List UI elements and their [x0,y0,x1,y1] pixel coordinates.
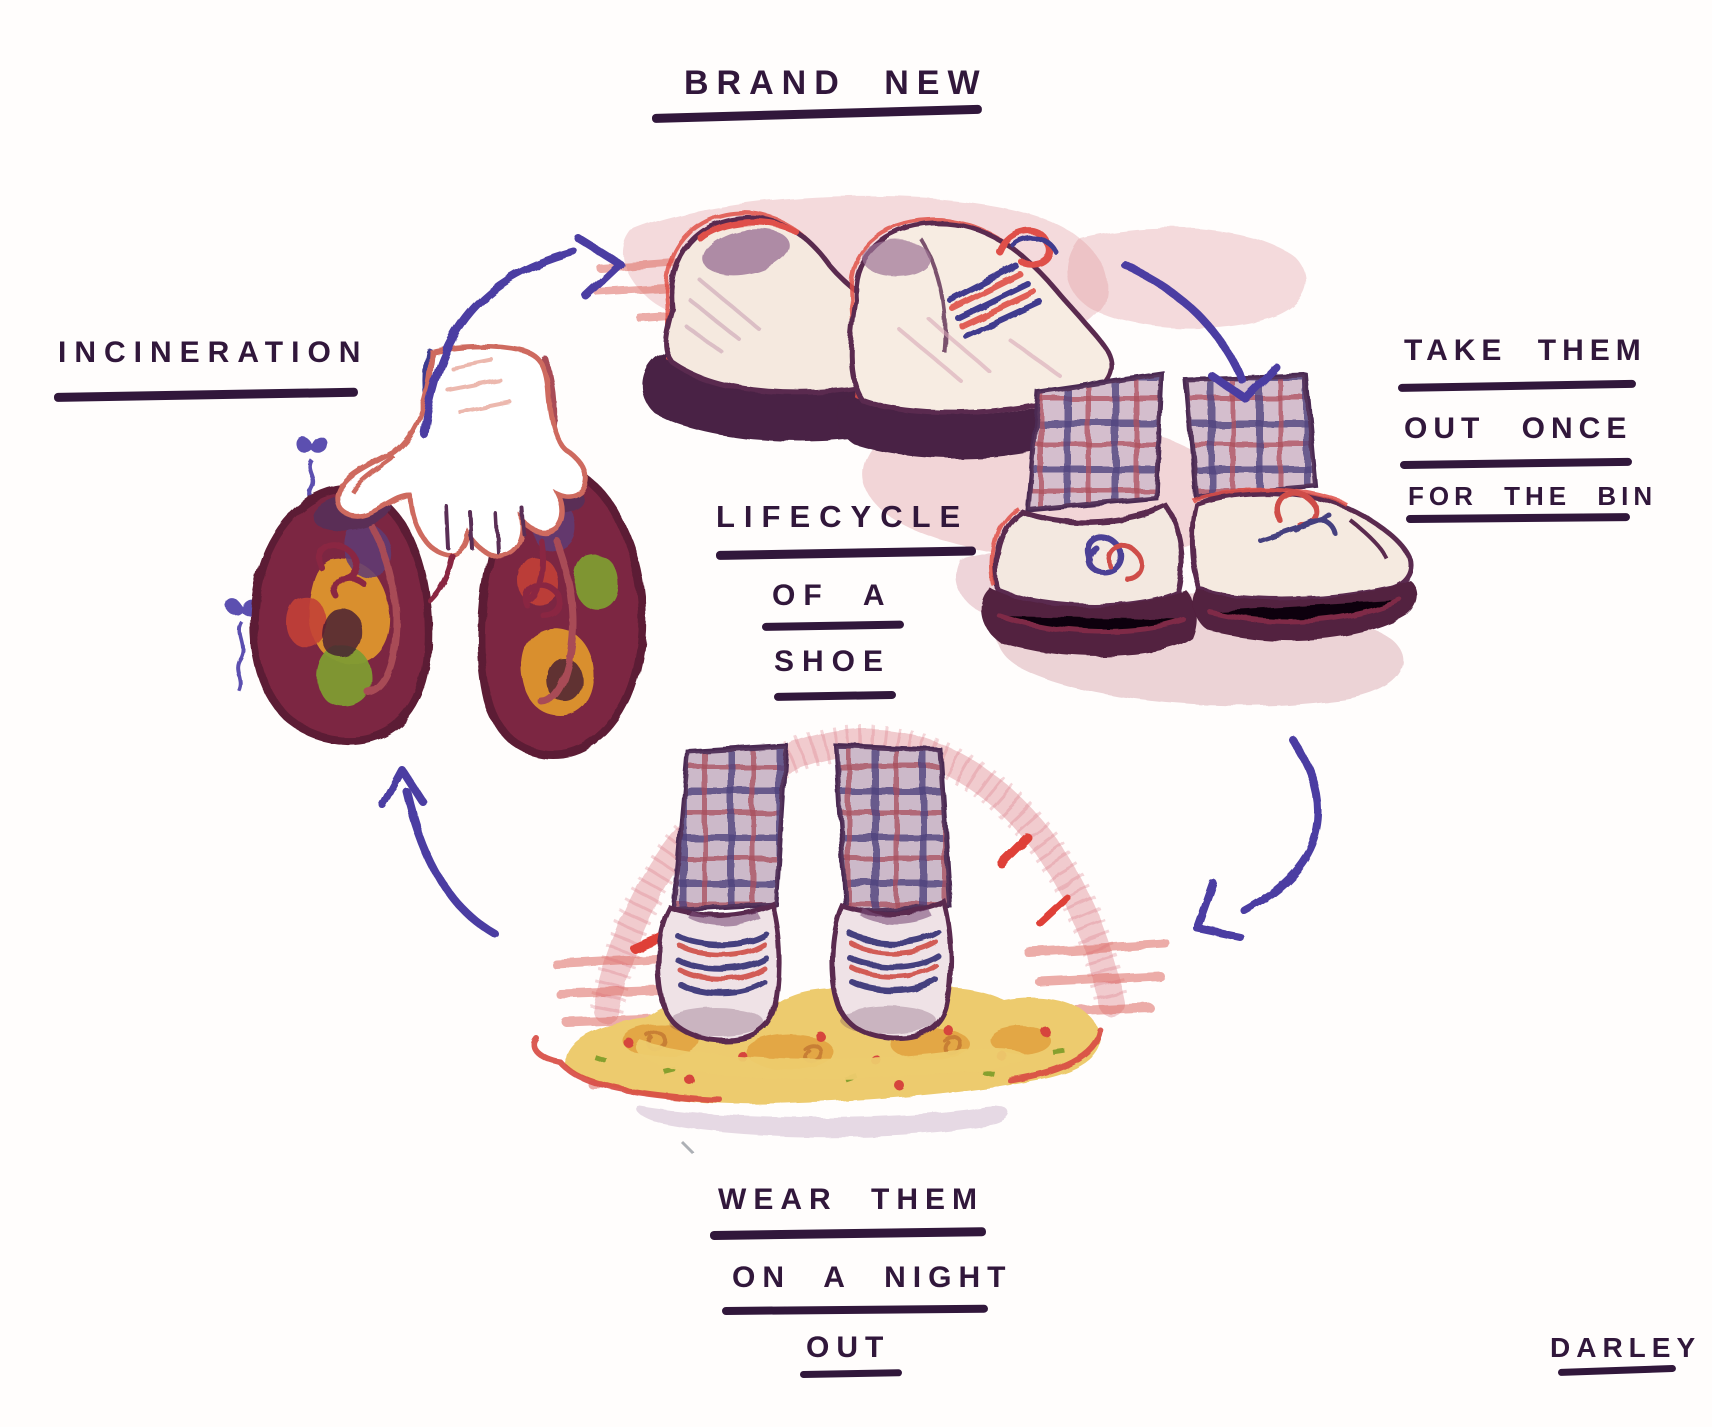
arrow-night-out-to-incineration [379,766,499,938]
stage-label-brand-new: BRAND NEW [684,64,988,102]
arrow-incineration-to-brand-new [420,234,624,438]
title-line-3: SHOE [774,645,892,678]
illustration-incineration [226,343,647,759]
title-line-2: OF A [772,579,893,612]
stage-label-night-out-line-2: ON A NIGHT [732,1261,1013,1294]
stage-label-night-out-line-3: OUT [806,1331,891,1364]
rotten-shoe-left [249,484,433,745]
hand [335,343,589,603]
illustration-night-out [530,724,1171,1156]
title-line-1: LIFECYCLE [716,499,970,534]
stage-label-bin-line-3: FOR THE BIN [1408,481,1658,511]
artist-signature: DARLEY [1550,1332,1702,1363]
stage-label-night-out-line-1: WEAR THEM [718,1183,984,1216]
arrow-brand-new-to-bin [1122,262,1281,403]
stage-label-bin-line-2: OUT ONCE [1404,412,1633,445]
arrow-bin-to-night-out [1193,736,1323,941]
stage-label-bin-line-1: TAKE THEM [1404,334,1647,367]
stage-label-incineration: INCINERATION [58,336,369,369]
illustration-bin-shoes [955,371,1418,707]
